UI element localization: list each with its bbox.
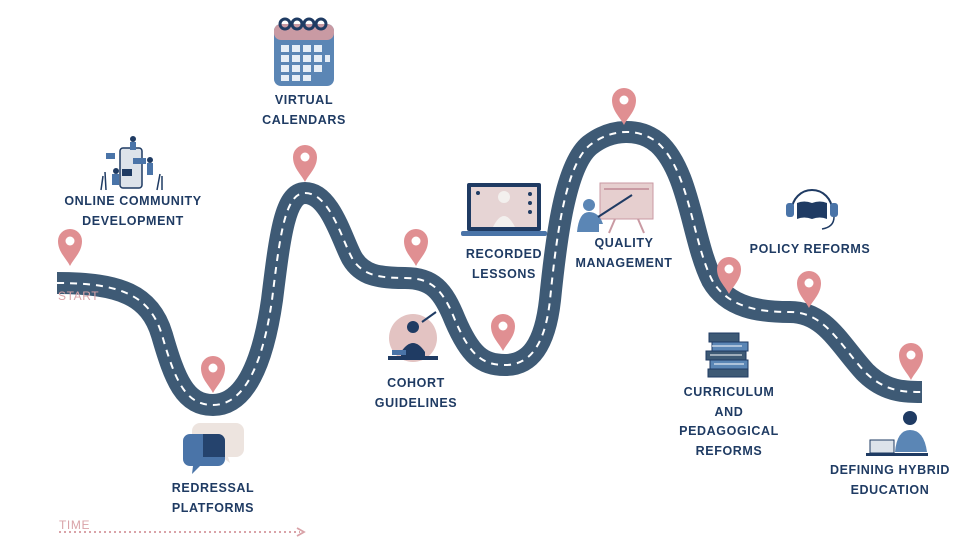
label-redressal: REDRESSAL PLATFORMS xyxy=(171,481,255,515)
label-policy: POLICY REFORMS xyxy=(749,242,871,256)
pin-icon xyxy=(797,271,821,308)
label-quality: QUALITY MANAGEMENT xyxy=(575,236,673,270)
pin-icon xyxy=(491,314,515,351)
presenter-board-icon xyxy=(577,182,654,234)
laptop-video-icon xyxy=(461,183,547,236)
pin-icon xyxy=(612,88,636,125)
start-label: START xyxy=(58,289,100,303)
pin-icon xyxy=(58,229,82,266)
label-recorded: RECORDED LESSONS xyxy=(465,247,543,281)
time-arrow xyxy=(59,527,306,537)
student-reading-icon xyxy=(388,311,438,362)
pin-icon xyxy=(717,257,741,294)
calendar-icon xyxy=(274,17,334,86)
online-community-icon xyxy=(100,136,163,191)
road-body xyxy=(56,121,923,417)
pin-icon xyxy=(404,229,428,266)
pin-icon xyxy=(201,356,225,393)
label-virtual-calendars: VIRTUAL CALENDARS xyxy=(262,93,346,127)
chat-bubbles-icon xyxy=(183,423,244,474)
label-hybrid: DEFINING HYBRID EDUCATION xyxy=(829,463,951,497)
laptop-learner-icon xyxy=(866,411,928,456)
headset-book-icon xyxy=(786,189,838,230)
pin-icon xyxy=(899,343,923,380)
pin-icon xyxy=(293,145,317,182)
time-axis-label: TIME xyxy=(59,518,91,532)
label-curriculum: CURRICULUM AND PEDAGOGICAL REFORMS xyxy=(679,385,779,458)
road xyxy=(56,121,923,417)
location-pins xyxy=(58,88,923,393)
label-cohort: COHORT GUIDELINES xyxy=(374,376,458,410)
book-stack-icon xyxy=(705,332,749,378)
label-online-community: ONLINE COMMUNITY DEVELOPMENT xyxy=(64,194,202,228)
